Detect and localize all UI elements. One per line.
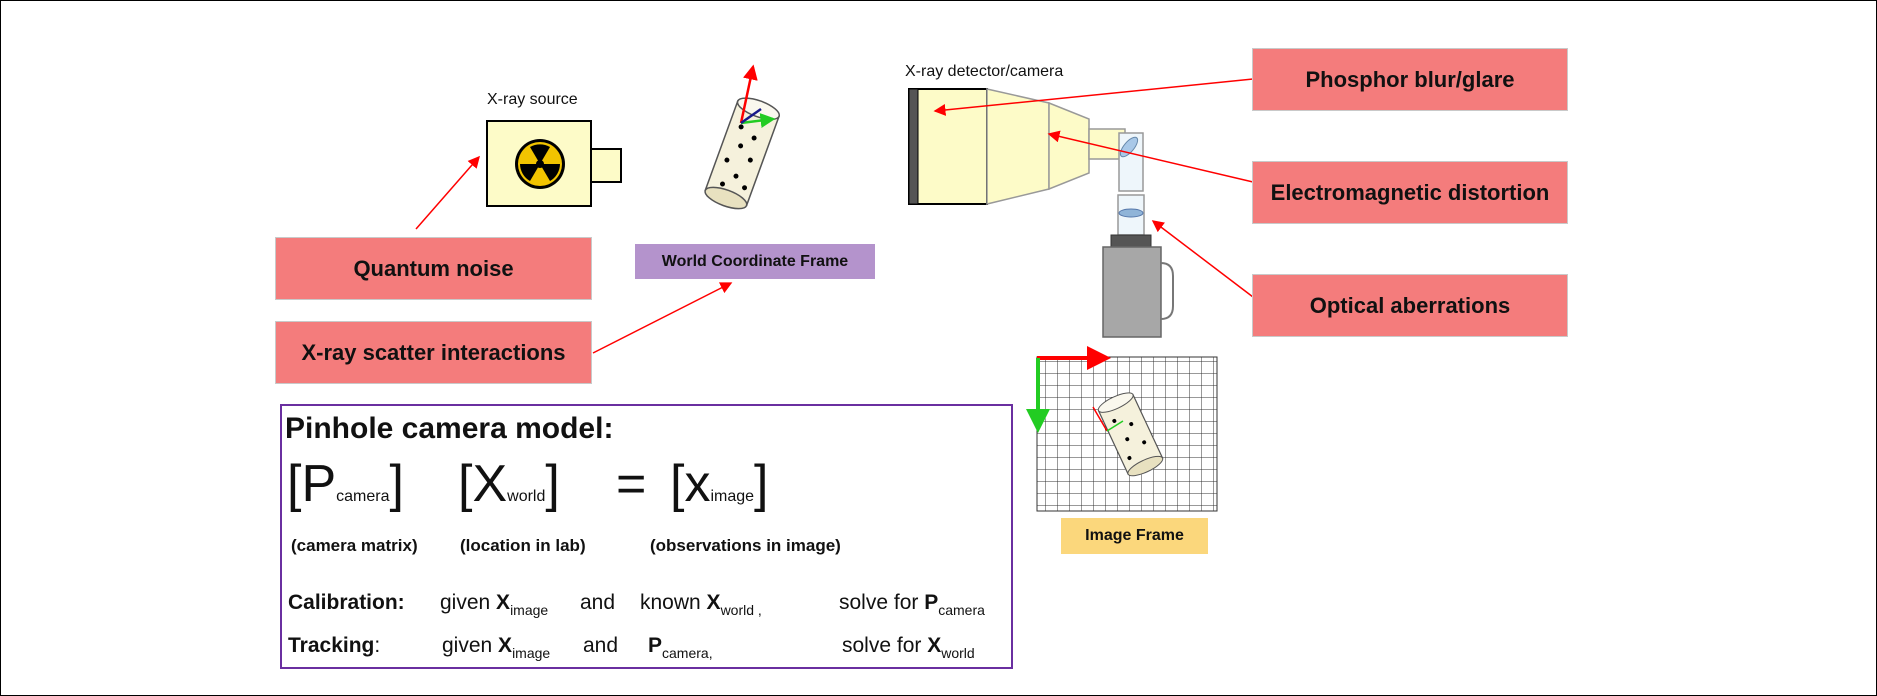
- world-axis-green: [740, 113, 776, 128]
- calibration-label: Calibration:: [288, 591, 405, 614]
- optical-aberrations-box: Optical aberrations: [1252, 274, 1568, 337]
- world-coordinate-frame-label: World Coordinate Frame: [635, 244, 875, 279]
- xray-source-icon: [486, 120, 622, 207]
- quantum-noise-box: Quantum noise: [275, 237, 592, 300]
- tracking-solve: solve for Xworld: [842, 634, 975, 661]
- tracking-p-camera: Pcamera,: [648, 634, 713, 661]
- equation-equals: =: [616, 455, 647, 513]
- equation-x-world: [Xworld]: [458, 455, 560, 513]
- arrow-electromagnetic: [1047, 130, 1254, 183]
- caption-observations: (observations in image): [650, 536, 841, 555]
- calibration-and: and: [580, 591, 616, 614]
- equation-p-camera: [Pcamera]: [287, 455, 404, 513]
- xray-detector-icon: [908, 88, 1174, 338]
- xray-detector-label: X-ray detector/camera: [905, 63, 1064, 80]
- caption-camera-matrix: (camera matrix): [291, 536, 418, 555]
- arrow-xray-scatter: [592, 282, 733, 354]
- arrow-phosphor: [933, 78, 1254, 116]
- tracking-label: Tracking:: [288, 634, 381, 657]
- xray-scatter-box: X-ray scatter interactions: [275, 321, 592, 384]
- arrow-optical: [1151, 220, 1254, 298]
- calibration-solve: solve for Pcamera: [839, 591, 985, 618]
- arrow-quantum-noise: [415, 155, 480, 230]
- image-frame-label: Image Frame: [1061, 518, 1208, 554]
- caption-location-in-lab: (location in lab): [460, 536, 586, 555]
- tracking-given: given Ximage: [442, 634, 551, 661]
- tracking-and: and: [583, 634, 619, 657]
- phantom-cylinder-icon: [704, 97, 781, 210]
- electromagnetic-distortion-box: Electromagnetic distortion: [1252, 161, 1568, 224]
- phosphor-blur-box: Phosphor blur/glare: [1252, 48, 1568, 111]
- world-axis-red: [739, 64, 758, 124]
- calibration-known: known Xworld ,: [640, 591, 762, 618]
- world-axis-blue: [740, 107, 762, 125]
- image-grid: [1026, 346, 1218, 512]
- pinhole-title: Pinhole camera model:: [285, 412, 614, 445]
- xray-source-label: X-ray source: [487, 91, 578, 108]
- calibration-given: given Ximage: [440, 591, 549, 618]
- pinhole-model-box: Pinhole camera model: [Pcamera] [Xworld]…: [280, 404, 1013, 669]
- equation-x-image: [ximage]: [670, 455, 769, 513]
